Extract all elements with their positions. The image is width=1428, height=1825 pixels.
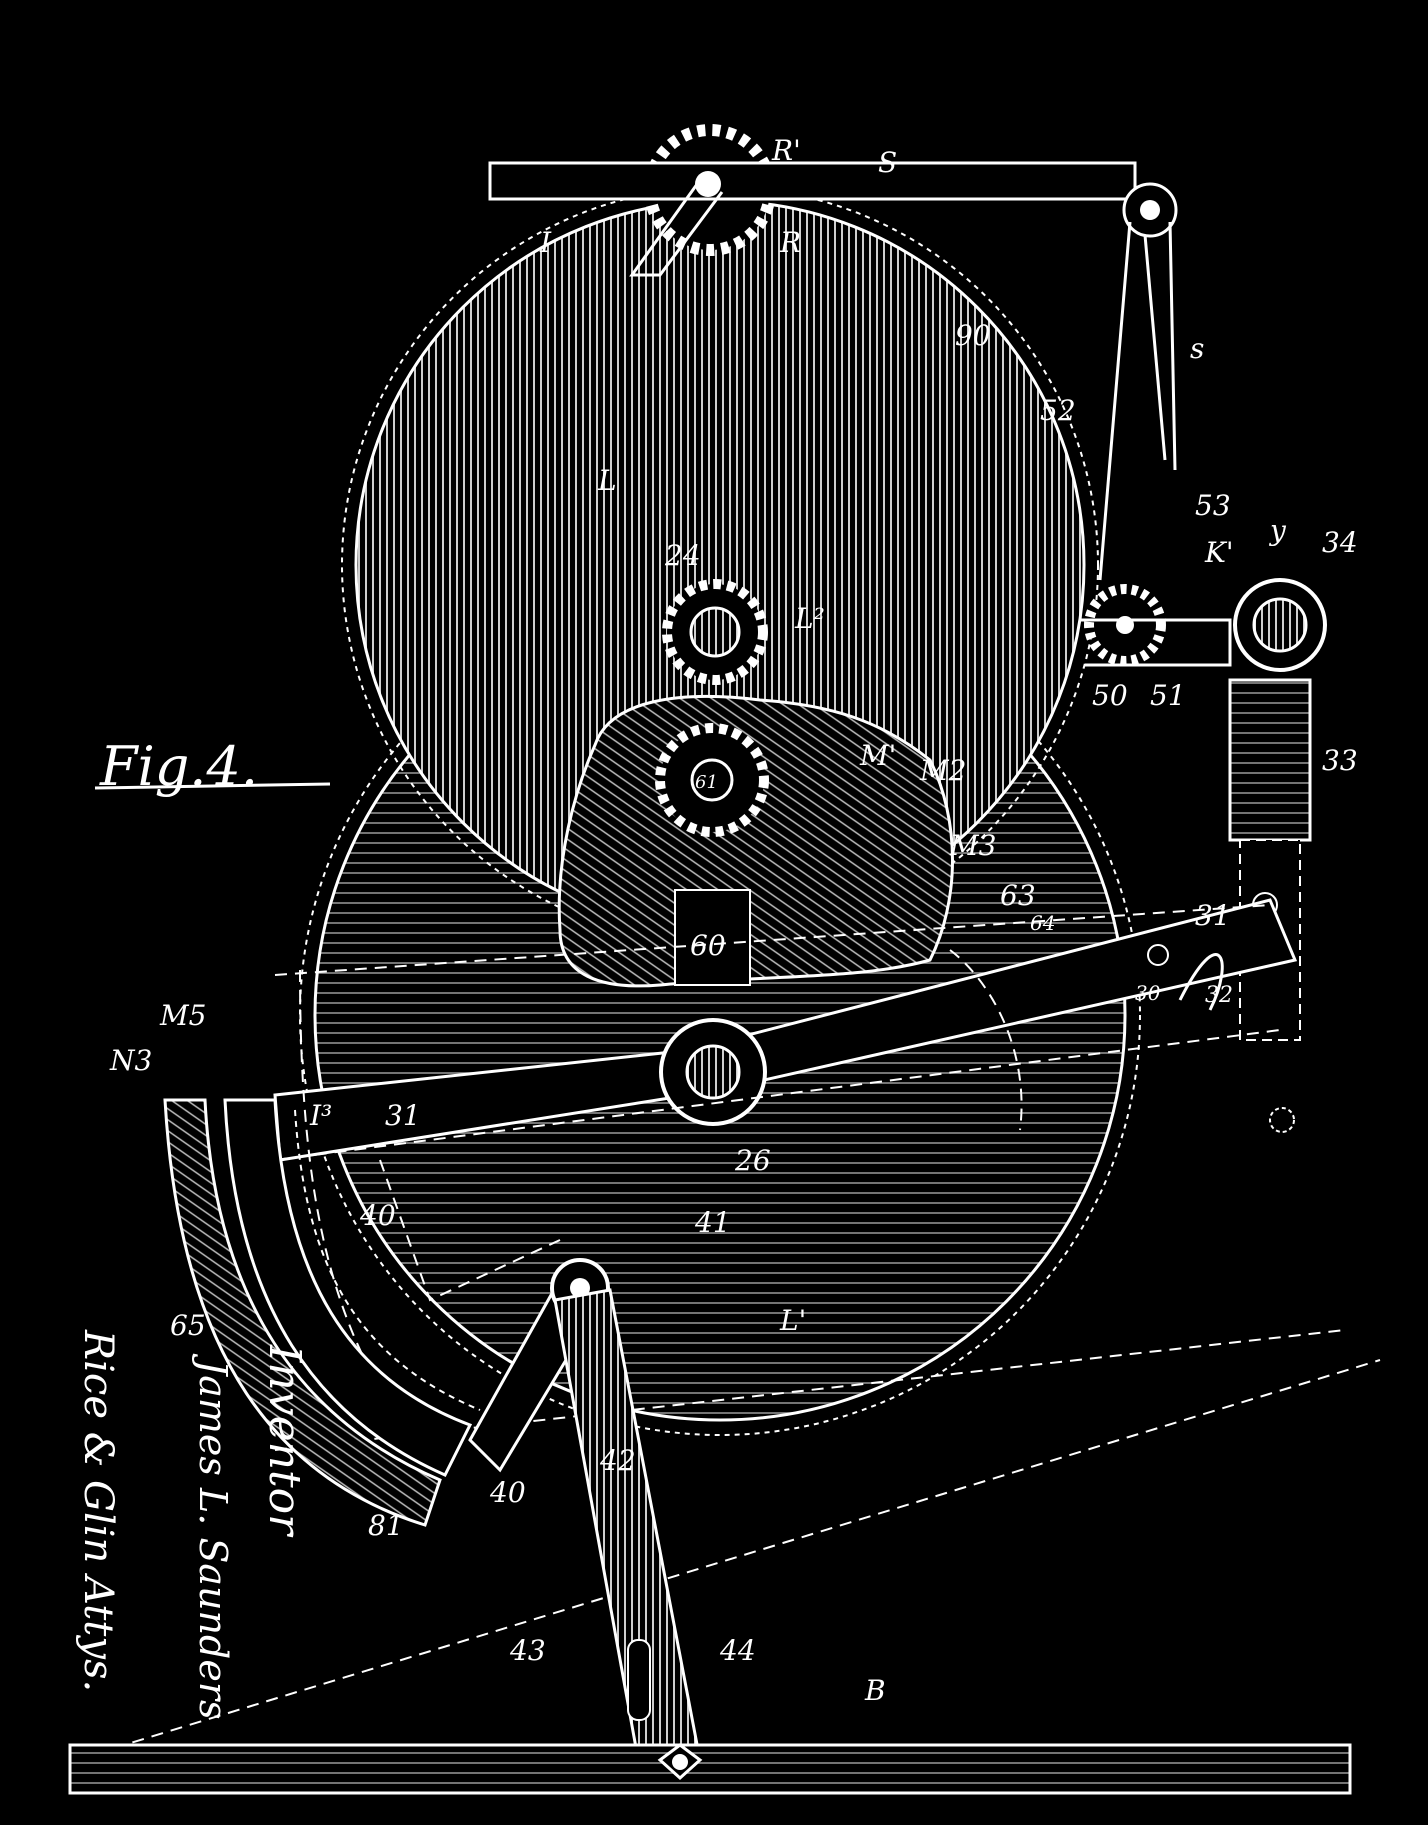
label-64: 64 (1030, 911, 1055, 935)
label-34: 34 (1322, 526, 1358, 559)
label-l-prime: L' (779, 1304, 806, 1337)
label-y: y (1268, 514, 1287, 547)
label-26: 26 (734, 1144, 771, 1177)
label-s-upper: S (878, 146, 897, 179)
label-42: 42 (599, 1444, 636, 1477)
base-bar-b (68, 1743, 1352, 1795)
label-32: 32 (1205, 983, 1233, 1008)
label-63: 63 (1000, 879, 1036, 912)
inventor-label: Inventor (259, 1344, 310, 1538)
label-30: 30 (1135, 981, 1161, 1005)
label-61: 61 (695, 772, 718, 793)
label-24: 24 (664, 539, 701, 572)
label-53: 53 (1195, 489, 1231, 522)
gear-61 (655, 723, 769, 837)
label-k-prime: K' (1204, 536, 1234, 569)
label-m3: M3 (949, 829, 996, 862)
bracket-34 (1080, 578, 1327, 672)
inventor-name: James L. Saunders (191, 1353, 235, 1720)
lever-31 (273, 898, 1298, 1162)
label-33: 33 (1322, 744, 1358, 777)
label-l2: L² (794, 602, 825, 635)
label-50: 50 (1092, 679, 1128, 712)
label-m-prime: M' (859, 739, 896, 772)
reference-labels: R' S I R 90 52 s L 24 L² 53 K' y 34 50 5… (109, 134, 1358, 1707)
label-81: 81 (368, 1509, 404, 1542)
label-65: 65 (170, 1309, 206, 1342)
label-44: 44 (719, 1634, 756, 1667)
arm-41 (468, 1258, 702, 1772)
figure-title-underline (94, 782, 331, 790)
label-31-right: 31 (1195, 899, 1231, 932)
label-60: 60 (690, 929, 726, 962)
label-s-lower: s (1190, 332, 1204, 365)
label-i3: I³ (309, 1099, 332, 1132)
gear-24 (662, 579, 768, 685)
pinion-50 (1084, 584, 1166, 666)
label-i: I (539, 226, 552, 259)
label-m5: M5 (159, 999, 206, 1032)
label-41: 41 (694, 1206, 731, 1239)
curved-rack (163, 1098, 481, 1527)
label-52: 52 (1040, 394, 1076, 427)
label-r: R (779, 226, 801, 259)
label-40-upper: 40 (359, 1199, 396, 1232)
top-bar-s (488, 161, 1178, 581)
label-m2: M2 (919, 754, 966, 787)
label-40-lower: 40 (489, 1476, 526, 1509)
label-43: 43 (509, 1634, 546, 1667)
label-r-prime: R' (771, 134, 801, 167)
attorneys-signature: Rice & Glin Attys. (75, 1329, 121, 1692)
label-31-left: 31 (385, 1099, 421, 1132)
label-b: B (864, 1674, 886, 1707)
label-l: L (597, 464, 617, 497)
label-51: 51 (1150, 679, 1186, 712)
label-90: 90 (955, 319, 991, 352)
label-n3: N3 (109, 1044, 152, 1077)
